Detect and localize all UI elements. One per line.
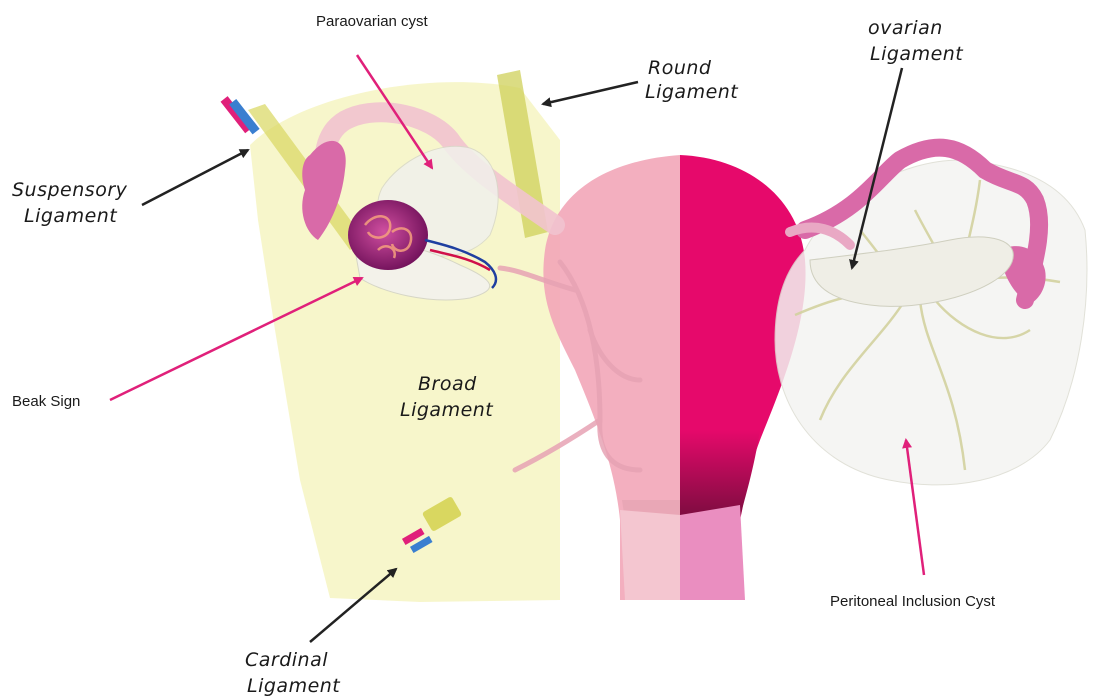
arrow-suspensory-ligament xyxy=(142,150,248,205)
arrow-round-ligament xyxy=(543,82,638,104)
label-broad-ligament-line1: Broad xyxy=(418,373,477,395)
label-ovarian-ligament-line2: Ligament xyxy=(870,43,964,65)
label-broad-ligament-line2: Ligament xyxy=(400,399,494,421)
vagina-left xyxy=(620,510,680,600)
label-suspensory-ligament-line2: Ligament xyxy=(24,205,118,227)
vagina-right xyxy=(680,505,745,600)
label-peritoneal-inclusion-cyst: Peritoneal Inclusion Cyst xyxy=(830,593,996,610)
label-beak-sign: Beak Sign xyxy=(12,393,80,410)
label-cardinal-ligament-line2: Ligament xyxy=(247,675,341,697)
label-paraovarian-cyst: Paraovarian cyst xyxy=(316,13,429,30)
label-cardinal-ligament-line1: Cardinal xyxy=(245,649,328,671)
label-round-ligament-line1: Round xyxy=(648,57,712,79)
label-round-ligament-line2: Ligament xyxy=(645,81,739,103)
label-suspensory-ligament-line1: Suspensory xyxy=(12,179,128,201)
label-ovarian-ligament-line1: ovarian xyxy=(868,17,943,39)
